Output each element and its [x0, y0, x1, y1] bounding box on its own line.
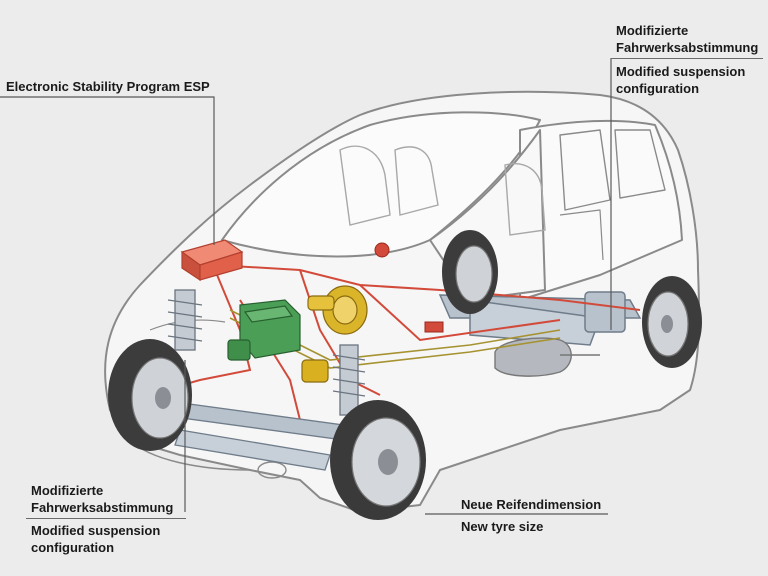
- rear-axle: [438, 291, 642, 346]
- rear-suspension-callout-de-line1: Modifizierte: [616, 23, 689, 38]
- esp-leader-line: [0, 96, 215, 245]
- front-left-wheel: [108, 339, 192, 451]
- hydraulic-unit: [227, 299, 301, 361]
- front-suspension-strut: [167, 289, 366, 416]
- front-suspension-callout-en-line1: Modified suspension: [31, 523, 161, 538]
- rear-suspension-callout-divider: [611, 58, 763, 59]
- esp-callout-label: Electronic Stability Program ESP: [6, 79, 210, 94]
- rear-suspension-callout-en-line1: Modified suspension: [616, 64, 746, 79]
- seat-outlines: [339, 145, 546, 236]
- front-suspension-callout-de-line1: Modifizierte: [31, 483, 104, 498]
- esp-control-unit: [180, 239, 244, 282]
- leader-lines: [0, 58, 612, 515]
- front-suspension-callout-divider: [26, 518, 186, 519]
- exhaust-muffler: [494, 337, 600, 377]
- front-suspension-callout-en-line2: configuration: [31, 540, 115, 555]
- tyre-callout-en: New tyre size: [461, 519, 544, 534]
- front-suspension-callout-de-line2: Fahrwerksabstimmung: [31, 500, 174, 515]
- car-body-outline: [104, 90, 701, 513]
- front-right-wheel: [330, 400, 426, 520]
- tyre-callout-de: Neue Reifendimension: [461, 497, 602, 512]
- brake-booster: [301, 285, 368, 383]
- rear-suspension-callout-de-line2: Fahrwerksabstimmung: [616, 40, 759, 55]
- rear-left-wheel: [442, 230, 498, 314]
- rear-suspension-callout-en-line2: configuration: [616, 81, 700, 96]
- rear-right-wheel: [642, 276, 702, 368]
